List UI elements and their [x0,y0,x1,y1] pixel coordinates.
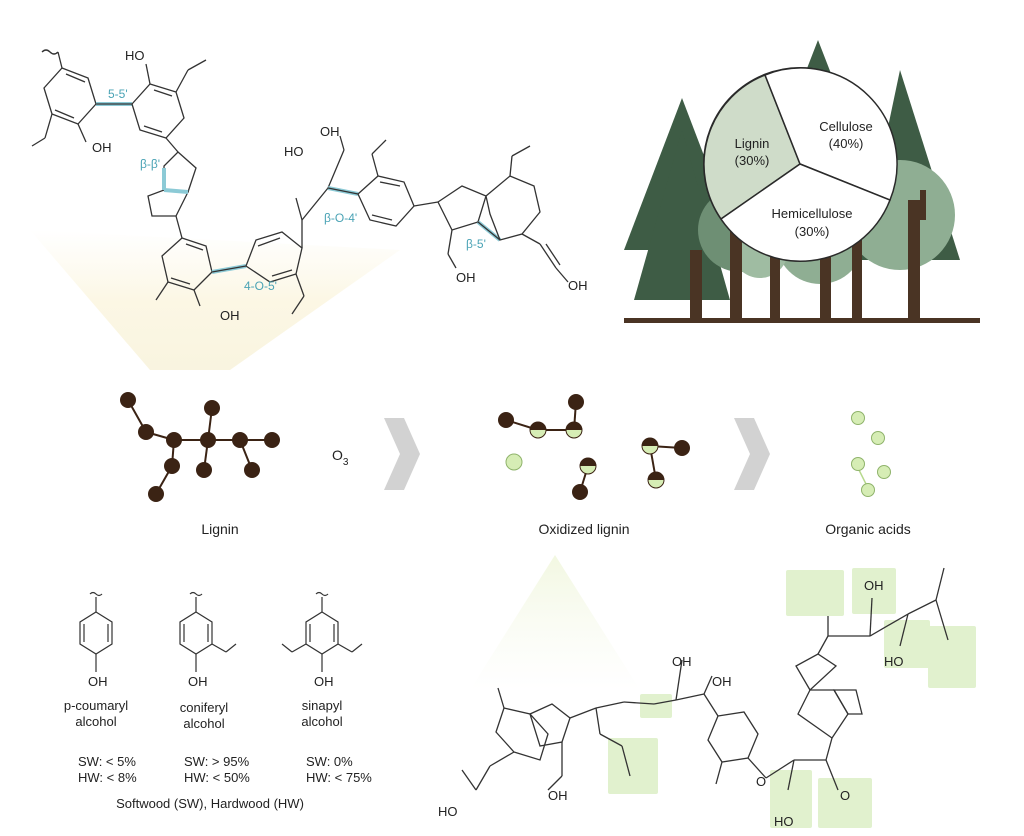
legend-sw-hw: Softwood (SW), Hardwood (HW) [116,796,304,811]
monomer-oh: OH [88,674,108,689]
ozone-reagent: O3 [332,447,349,468]
oxidized-lignin-particles [498,394,690,500]
oxidized-lignin-structure [461,567,949,791]
group-label: OH [456,270,476,285]
group-label: HO [438,804,458,819]
group-label: HO [774,814,794,829]
group-label: OH [220,308,240,323]
monomer-name-coniferyl-2: alcohol [183,716,224,731]
group-label: OH [568,278,588,293]
group-label: OH [864,578,884,593]
oxidized-highlight-boxes [608,568,976,828]
monomer-name-coniferyl: coniferyl [180,700,229,715]
monomer-sw-coniferyl: SW: > 95% [184,754,250,769]
pie-value-hemicellulose: (30%) [795,224,830,239]
top-glow-funnel [30,230,400,370]
arrow-chevron-1 [384,418,420,490]
group-label: OH [712,674,732,689]
monomer-hw-coniferyl: HW: < 50% [184,770,250,785]
step-label-organic-acids: Organic acids [825,521,911,537]
linkage-b-5: β-5' [466,237,486,251]
monomer-labels: OH OH OH p-coumaryl alcohol coniferyl al… [64,674,372,811]
ester-o: O [840,788,850,803]
pie-value-cellulose: (40%) [829,136,864,151]
lignin-particle-nodes [120,392,280,502]
monomer-name-coumaryl: p-coumaryl [64,698,128,713]
monomer-sw-sinapyl: SW: 0% [306,754,353,769]
linkage-b-o-4: β-O-4' [324,211,357,225]
step-label-lignin: Lignin [201,521,238,537]
monomer-oh: OH [314,674,334,689]
monomer-name-sinapyl: sinapyl [302,698,343,713]
monomer-structures [79,591,363,672]
pie-label-cellulose: Cellulose [819,119,872,134]
pie-slice-cellulose [764,67,898,201]
group-label: HO [884,654,904,669]
pie-label-lignin: Lignin [735,136,770,151]
arrow-chevron-2 [734,418,770,490]
group-label: HO [125,48,145,63]
lignin-particle-graph [127,399,272,495]
monomer-sw-coumaryl: SW: < 5% [78,754,136,769]
ether-o: O [756,774,766,789]
pie-label-hemicellulose: Hemicellulose [772,206,853,221]
group-label: HO [284,144,304,159]
top-structure-labels: HO OH OH HO OH OH OH 5-5' β-β' β-O-4' 4-… [92,48,588,323]
monomer-name-coumaryl-2: alcohol [75,714,116,729]
monomer-oh: OH [188,674,208,689]
linkage-5-5: 5-5' [108,87,128,101]
linkage-b-b: β-β' [140,157,160,171]
pie-slice-hemicellulose [719,163,891,262]
monomer-name-sinapyl-2: alcohol [301,714,342,729]
organic-acid-particles [851,411,891,497]
monomer-hw-coumaryl: HW: < 8% [78,770,137,785]
cell-wall-composition-pie: Cellulose (40%) Lignin (30%) Hemicellulo… [703,67,898,262]
lignin-polymer-structure [31,49,569,315]
pie-slice-lignin [703,74,801,221]
monomer-hw-sinapyl: HW: < 75% [306,770,372,785]
group-label: OH [320,124,340,139]
bottom-structure-labels: OH OH OH HO HO OH HO O O [438,578,904,829]
bottom-glow-funnel [470,555,640,690]
step-label-oxidized-lignin: Oxidized lignin [538,521,629,537]
group-label: OH [92,140,112,155]
linkage-4-o-5: 4-O-5' [244,279,277,293]
pie-value-lignin: (30%) [735,153,770,168]
group-label: OH [672,654,692,669]
group-label: OH [548,788,568,803]
